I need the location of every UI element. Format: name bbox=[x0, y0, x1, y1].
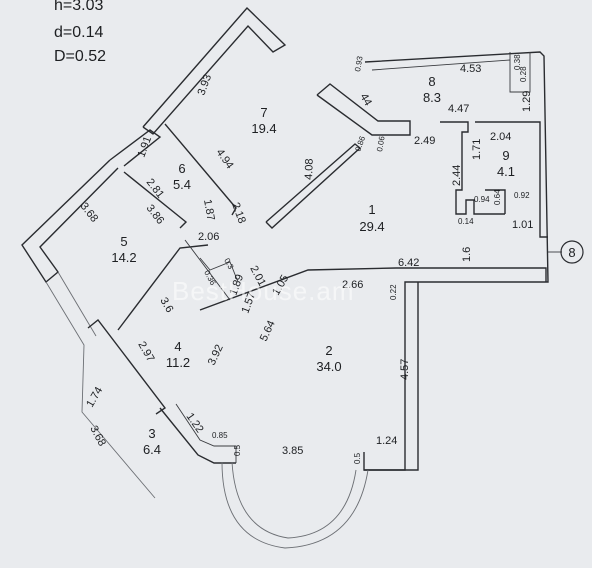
room-7-area: 19.4 bbox=[251, 121, 276, 136]
room-5-number: 5 bbox=[120, 234, 127, 249]
dim-0.14: 0.14 bbox=[458, 217, 474, 226]
dim-1.71: 1.71 bbox=[471, 139, 483, 160]
dimension-labels: 3.93 1.91 4.94 2.81 3.68 3.86 1.87 2.18 … bbox=[78, 54, 534, 464]
room-3-number: 3 bbox=[148, 426, 155, 441]
wall-room5-left bbox=[21, 159, 119, 284]
dim-0.22: 0.22 bbox=[389, 284, 398, 300]
dim-1.6: 1.6 bbox=[461, 247, 473, 262]
wall-room9 bbox=[440, 121, 505, 215]
dim-2.49: 2.49 bbox=[414, 135, 435, 147]
wall-room4 bbox=[87, 319, 167, 415]
dim-2.44: 2.44 bbox=[451, 165, 463, 186]
dim-1.87: 1.87 bbox=[201, 198, 217, 221]
room-8-number: 8 bbox=[428, 74, 435, 89]
room-8-area: 8.3 bbox=[423, 90, 441, 105]
room-7-number: 7 bbox=[260, 105, 267, 120]
wall-room2-right bbox=[363, 282, 419, 471]
room-5-area: 14.2 bbox=[111, 250, 136, 265]
wall-room8-niche bbox=[509, 52, 531, 93]
bay-window-arc-inner bbox=[231, 461, 357, 539]
dim-3.93: 3.93 bbox=[196, 73, 215, 97]
dim-3.92: 3.92 bbox=[206, 343, 226, 367]
dim-4.53: 4.53 bbox=[460, 63, 481, 75]
dim-1.24: 1.24 bbox=[376, 435, 397, 447]
room-2-area: 34.0 bbox=[316, 359, 341, 374]
room-9-number: 9 bbox=[502, 148, 509, 163]
dim-4.08: 4.08 bbox=[303, 158, 316, 180]
wall-room6-bottom bbox=[123, 171, 188, 229]
dim-44: 44 bbox=[357, 92, 374, 109]
dim-1.22: 1.22 bbox=[184, 411, 206, 435]
dim-0.93: 0.93 bbox=[353, 55, 365, 72]
wall-room7-top bbox=[142, 6, 287, 135]
dim-3.85: 3.85 bbox=[282, 445, 303, 457]
dim-4.94: 4.94 bbox=[214, 147, 236, 171]
dim-1.74: 1.74 bbox=[84, 385, 105, 410]
dim-2.66: 2.66 bbox=[342, 279, 363, 291]
dim-0.5-left: 0.5 bbox=[233, 444, 242, 456]
dim-2.18: 2.18 bbox=[229, 201, 248, 225]
dim-0.3: 0.3 bbox=[222, 257, 235, 272]
wall-room6-right bbox=[164, 123, 237, 216]
wall-room2-diag bbox=[199, 267, 397, 311]
dim-5.64: 5.64 bbox=[258, 319, 278, 343]
dim-4.57: 4.57 bbox=[399, 359, 411, 380]
dim-0.92: 0.92 bbox=[514, 191, 530, 200]
wall-closet-lines bbox=[199, 257, 239, 283]
dim-2.81: 2.81 bbox=[144, 176, 167, 200]
wall-room9-top bbox=[475, 121, 548, 238]
balcony-room3-outline bbox=[45, 281, 156, 499]
dim-3.68-b: 3.68 bbox=[87, 424, 108, 449]
wall-room2-top bbox=[396, 267, 547, 282]
dim-2.06: 2.06 bbox=[198, 231, 219, 243]
room-6-number: 6 bbox=[178, 161, 185, 176]
bay-window-arc bbox=[221, 461, 369, 549]
room-1-number: 1 bbox=[368, 202, 375, 217]
dim-0.06: 0.06 bbox=[375, 135, 387, 152]
room-3-area: 6.4 bbox=[143, 442, 161, 457]
wall-room2-corner bbox=[175, 403, 237, 463]
dim-6.42: 6.42 bbox=[398, 257, 419, 269]
wall-room8-top-inner bbox=[371, 59, 511, 71]
param-D: D=0.52 bbox=[54, 48, 106, 65]
dim-2.97: 2.97 bbox=[135, 340, 156, 365]
room-4-area: 11.2 bbox=[166, 355, 190, 370]
dim-0.85: 0.85 bbox=[212, 431, 228, 440]
dim-0.64: 0.64 bbox=[493, 189, 502, 205]
wall-room6-top bbox=[109, 129, 162, 167]
dim-0.86: 0.86 bbox=[353, 134, 367, 152]
dim-0.38: 0.38 bbox=[513, 54, 522, 70]
room-4-number: 4 bbox=[174, 339, 181, 354]
walls bbox=[21, 6, 549, 549]
balcony-room3-inner bbox=[57, 271, 97, 337]
wall-room4-top bbox=[117, 244, 209, 331]
dim-4.47: 4.47 bbox=[448, 103, 469, 115]
room-6-area: 5.4 bbox=[173, 177, 191, 192]
dim-1.01: 1.01 bbox=[512, 219, 533, 231]
dim-0.28: 0.28 bbox=[519, 66, 528, 82]
axis-marker-label: 8 bbox=[568, 245, 575, 260]
room-1-area: 29.4 bbox=[359, 219, 384, 234]
param-d: d=0.14 bbox=[54, 24, 103, 41]
wall-room5-room4-divider bbox=[184, 239, 231, 301]
dim-3.68-a: 3.68 bbox=[78, 200, 101, 224]
wall-room9-inner bbox=[485, 189, 506, 214]
room-2-number: 2 bbox=[325, 343, 332, 358]
dim-1.29: 1.29 bbox=[521, 91, 533, 112]
dim-0.94: 0.94 bbox=[474, 195, 490, 204]
wall-room2-bottom-left bbox=[159, 407, 236, 464]
dim-0.5-right: 0.5 bbox=[353, 452, 362, 464]
axis-marker: 8 bbox=[548, 240, 584, 264]
param-h: h=3.03 bbox=[54, 0, 103, 14]
dim-3.86: 3.86 bbox=[144, 202, 167, 226]
watermark: BestHouse.am bbox=[172, 276, 355, 306]
room-9-area: 4.1 bbox=[497, 164, 515, 179]
wall-room8-left bbox=[316, 83, 411, 136]
dim-2.04: 2.04 bbox=[490, 131, 511, 143]
wall-room1-diag bbox=[265, 143, 362, 229]
